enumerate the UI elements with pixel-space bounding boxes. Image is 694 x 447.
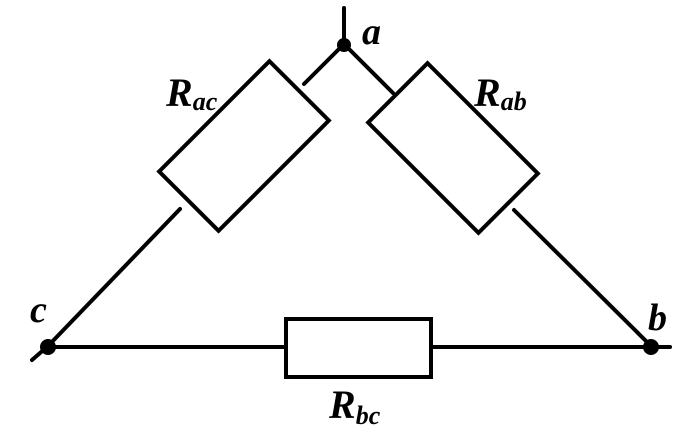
label-Rac: Rac xyxy=(165,70,218,116)
wire-Rab-to-b xyxy=(512,208,654,349)
wire-Rac-to-c xyxy=(46,207,182,348)
resistor-Rab xyxy=(365,60,541,236)
node-b-dot xyxy=(643,339,659,355)
wire-a-to-Rac xyxy=(302,42,346,86)
label-Rac-subscript: ac xyxy=(193,87,218,116)
label-Rab-symbol: R xyxy=(473,70,501,115)
label-Rbc-symbol: R xyxy=(328,382,356,427)
label-Rbc: Rbc xyxy=(328,382,381,430)
node-b-label: b xyxy=(648,297,667,339)
label-Rac-symbol: R xyxy=(165,70,193,115)
label-Rbc-subscript: bc xyxy=(356,401,381,430)
node-a-label: a xyxy=(362,11,381,53)
node-c-label: c xyxy=(30,289,47,331)
node-a-dot xyxy=(337,38,351,52)
label-Rab: Rab xyxy=(473,70,527,116)
resistor-Rbc xyxy=(284,317,433,379)
wire-a-to-Rab xyxy=(342,42,395,95)
label-Rab-subscript: ab xyxy=(501,87,527,116)
resistor-Rac xyxy=(156,58,332,234)
node-c-dot xyxy=(40,339,56,355)
